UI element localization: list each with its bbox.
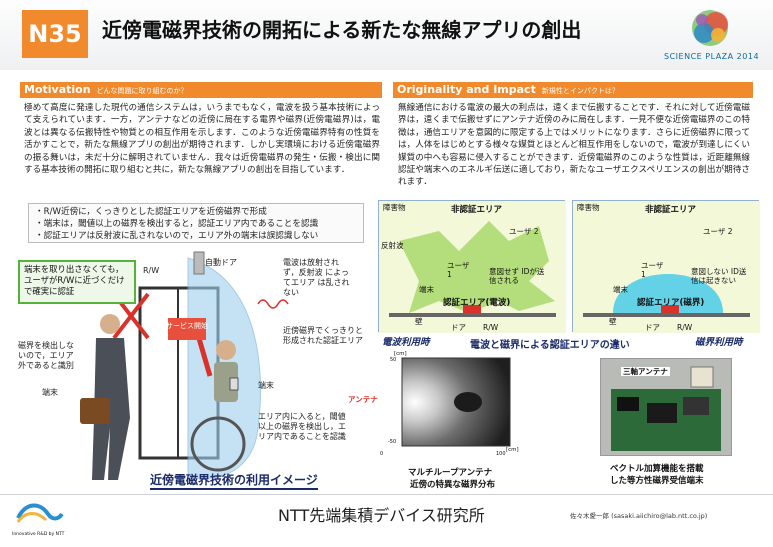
map-y-tick: -50 [388, 439, 397, 445]
unintended-id-label: 意図せず IDが送信される [489, 267, 545, 285]
radio-auth-diagram: 障害物 非認証エリア 反射波 ユーザ 2 ユーザ 1 端末 意図せず IDが送信… [378, 200, 566, 333]
rw-label-diag-right: R/W [677, 323, 693, 332]
auth-area-diff-caption: 電波と磁界による認証エリアの違い [470, 340, 630, 351]
rw-label-diag-left: R/W [483, 323, 499, 332]
originality-subheading: 新規性とインパクトは？ [541, 87, 619, 95]
field-distribution-map: [cm] [cm] アンテナ 0 100 50 -50 [348, 351, 522, 466]
auth-area-mag-label: 認証エリア(磁界) [637, 298, 705, 308]
science-plaza-logo-text: SCIENCE PLAZA 2014 [664, 52, 760, 61]
footer-divider [0, 494, 773, 495]
walking-person-body [92, 338, 130, 480]
wall-label-right: 壁 [609, 317, 617, 326]
motivation-heading: Motivation どんな問題に取り組むのか？ [20, 82, 382, 98]
antenna-label: アンテナ [348, 395, 378, 404]
map-unit-x: [cm] [506, 447, 519, 453]
radio-auth-area-graphic [379, 201, 566, 333]
field-distribution-graphic [401, 357, 511, 447]
science-plaza-logo: SCIENCE PLAZA 2014 [664, 6, 760, 66]
reflect-wave-label: 反射波 [381, 241, 404, 250]
door-label-left: ドア [451, 323, 466, 332]
contact-info: 佐々木愛一郎 (sasaki.aiichiro@lab.ntt.co.jp) [570, 512, 708, 520]
terminal-label-diag-left: 端末 [419, 285, 434, 294]
user1-label-right: ユーザ 1 [641, 261, 664, 279]
walking-person-head [100, 314, 120, 334]
triaxial-antenna-label: 三軸アンテナ [621, 367, 670, 376]
isotropic-terminal-photo: 三軸アンテナ [600, 358, 732, 456]
originality-text: 無線通信における電波の最大の利点は，遠くまで伝搬することです．それに対して近傍電… [398, 103, 751, 188]
ntt-logo: Innovative R&D by NTT [12, 500, 66, 538]
auto-door-label: 自動ドア [205, 258, 237, 267]
ntt-emblem-icon [16, 503, 64, 523]
radio-note: 電波は放射され ず，反射波 によってエリア は乱されない [283, 258, 350, 297]
service-start-sign [168, 318, 206, 340]
magnetic-auth-area-graphic [573, 201, 760, 333]
inside-area-note: エリア内に入ると，閾値以上の磁界を検出し，エリア内であることを認識 [258, 412, 346, 441]
rw-label: R/W [143, 266, 160, 275]
map-y-tick: 50 [390, 357, 397, 363]
wall-label-left: 壁 [415, 317, 423, 326]
terminal-label-left: 端末 [42, 388, 58, 397]
scene-green-callout: 端末を取り出さなくても，ユーザがR/Wに近づくだけで確実に認証 [18, 260, 136, 304]
reader-writer-icon [193, 251, 205, 275]
motivation-text: 極めて高度に発達した現代の通信システムは，いうまでもなく，電波を扱う基本技術によ… [24, 103, 380, 176]
magnetic-auth-diagram: 障害物 非認証エリア ユーザ 2 ユーザ 1 端末 意図しない ID送信は起きな… [572, 200, 760, 333]
non-auth-label-left: 非認証エリア [451, 205, 503, 215]
map-caption-1: マルチループアンテナ [408, 468, 493, 478]
user1-label-left: ユーザ 1 [447, 261, 470, 279]
originality-heading: Originality and Impact 新規性とインパクトは？ [393, 82, 753, 98]
bullet-item: 認証エリアは反射波に乱されないので，エリア外の端末は誤認識しない [35, 230, 357, 242]
seated-person-head [216, 340, 236, 360]
ntt-logo-text: Innovative R&D by NTT [12, 532, 65, 537]
terminal-label-right: 端末 [258, 381, 274, 390]
terminal-device-icon [229, 377, 239, 391]
wheelchair-icon [190, 416, 246, 472]
motivation-heading-text: Motivation [24, 83, 91, 96]
radio-use-label: 電波利用時 [382, 337, 430, 348]
obstacle-label-left: 障害物 [383, 203, 406, 212]
science-plaza-emblem-icon [692, 10, 728, 46]
user2-label-right: ユーザ 2 [703, 227, 733, 236]
motivation-subheading: どんな問題に取り組むのか？ [96, 87, 188, 95]
feature-bullets: R/W近傍に，くっきりとした認証エリアを近傍磁界で形成 端末は，閾値以上の磁界を… [28, 203, 364, 243]
unintended-right-label: 意図しない ID送信は起きない [691, 267, 747, 285]
map-unit-y: [cm] [394, 351, 407, 357]
service-start-label: サービス開始 [166, 321, 208, 330]
bullet-item: R/W近傍に，くっきりとした認証エリアを近傍磁界で形成 [35, 206, 357, 218]
poster-title: 近傍電磁界技術の開拓による新たな無線アプリの創出 [102, 18, 582, 42]
map-x-tick: 100 [496, 451, 506, 457]
usage-scene-caption: 近傍電磁界技術の利用イメージ [150, 471, 318, 490]
bullet-item: 端末は，閾値以上の磁界を検出すると，認証エリア内であることを認識 [35, 218, 357, 230]
auth-area-radio-label: 認証エリア(電波) [443, 298, 511, 308]
briefcase-icon [80, 398, 110, 424]
lab-name: NTT先端集積デバイス研究所 [278, 506, 485, 525]
user2-label-left: ユーザ 2 [509, 227, 539, 236]
originality-heading-text: Originality and Impact [397, 83, 536, 96]
non-auth-label-right: 非認証エリア [645, 205, 697, 215]
map-x-tick: 0 [380, 451, 384, 457]
header: N35 近傍電磁界技術の開拓による新たな無線アプリの創出 SCIENCE PLA… [0, 0, 773, 70]
photo-caption-1: ベクトル加算機能を搭載 [610, 464, 704, 474]
terminal-label-diag-right: 端末 [613, 285, 628, 294]
photo-caption-2: した等方性磁界受信端末 [610, 476, 704, 486]
mag-use-label: 磁界利用時 [695, 337, 743, 348]
outside-area-note: 磁界を検出しないので，エリア外であると識別 [18, 341, 74, 370]
auth-area-note: 近傍磁界でくっきりと形成された認証エリア [283, 326, 363, 345]
map-caption-2: 近傍の特異な磁界分布 [410, 480, 496, 490]
obstacle-label-right: 障害物 [577, 203, 600, 212]
poster-id-badge: N35 [22, 10, 88, 58]
door-label-right: ドア [645, 323, 660, 332]
